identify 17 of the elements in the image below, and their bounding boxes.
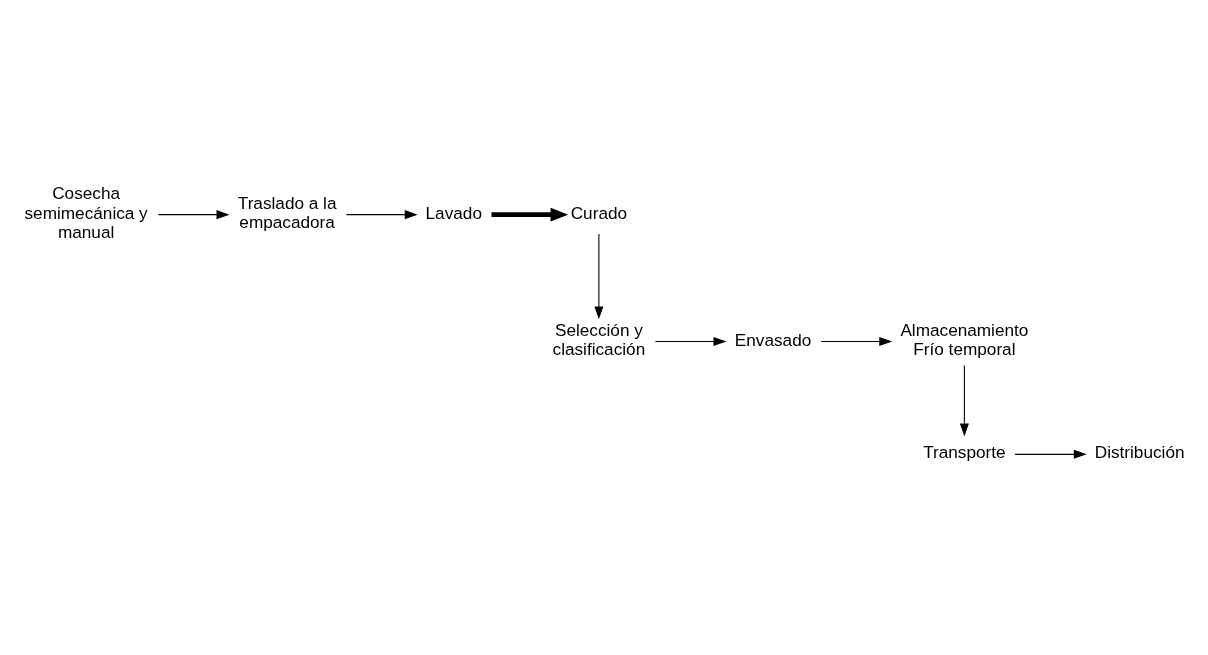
arrow [654,336,727,346]
arrow [345,210,418,220]
node-text: Almacenamiento Frío temporal [900,319,1029,360]
node-text: Envasado [734,329,812,350]
arrow [959,364,969,437]
node-text: Curado [570,202,628,223]
arrow [820,336,893,346]
node-text: Lavado [425,202,482,223]
node-text: Distribución [1094,442,1185,463]
node-text: Transporte [923,442,1006,463]
arrow [491,207,569,222]
arrow [594,233,604,320]
node-text: Cosecha semimecánica y manual [24,183,148,243]
node-text: Selección y clasificación [552,319,646,360]
node-text: Traslado a la empacadora [237,193,337,233]
arrow [157,210,230,220]
arrow [1014,449,1087,459]
